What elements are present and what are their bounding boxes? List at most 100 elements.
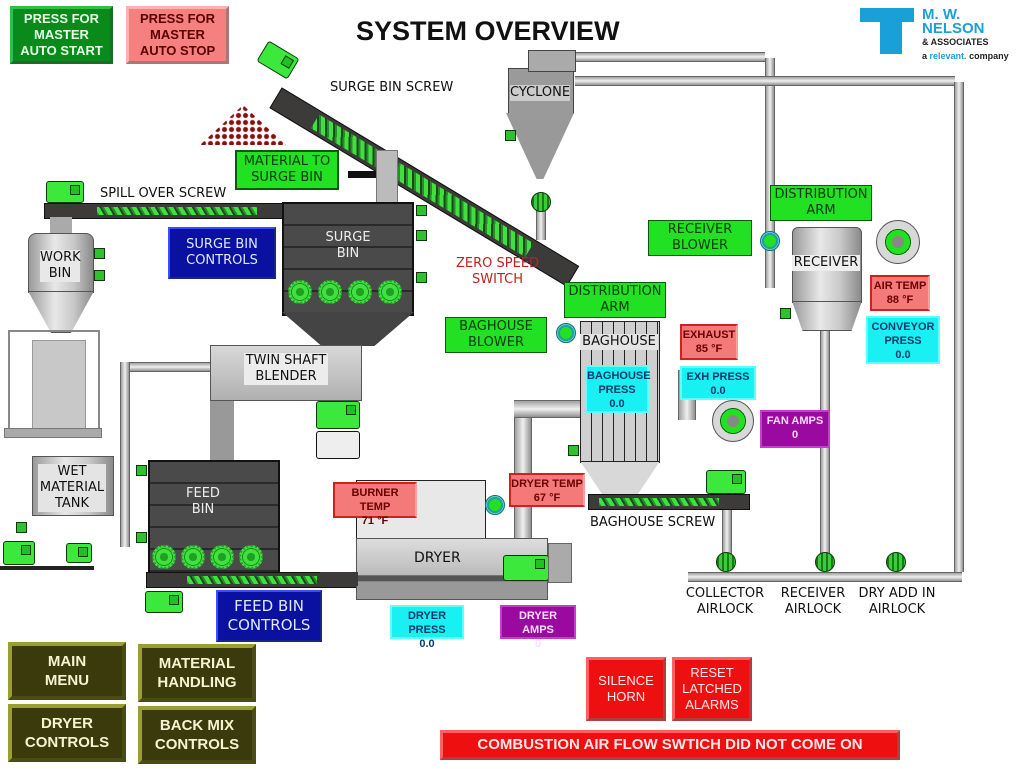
exh-press-label: EXH PRESS [686,371,750,383]
wet-tank-level [16,522,27,533]
feed-bin-high-level [136,465,147,476]
air-temp-label: AIR TEMP [873,280,927,292]
dry-add-in-airlock[interactable] [886,552,906,572]
exhaust-temp-indicator: EXHAUST 85 °F [680,324,738,360]
surge-bin-auger-3 [348,280,372,304]
cyclone-side-pipe [575,76,955,86]
spill-over-screw-motor[interactable] [46,181,84,203]
receiver-drop-pipe [820,328,830,568]
blender-support [210,400,234,464]
wet-tank-riser-pipe [120,362,130,547]
baghouse-screw-label: BAGHOUSE SCREW [590,515,716,530]
wet-tank-pump-motor[interactable] [3,541,35,565]
spill-over-screw[interactable] [44,203,286,219]
dryer-temp-value: 67 °F [533,492,561,504]
page-title: SYSTEM OVERVIEW [356,16,620,46]
baghouse-press-label: BAGHOUSE PRESS [587,370,651,396]
surge-bin-auger-1 [288,280,312,304]
dryer-temp-indicator: DRYER TEMP 67 °F [509,473,585,507]
baghouse-blower-status[interactable]: BAGHOUSE BLOWER [445,317,547,353]
conveyor-press-label: CONVEYOR PRESS [871,321,935,347]
bulk-bag [32,340,86,430]
surge-bin-screw-label: SURGE BIN SCREW [330,80,454,95]
material-to-surge-bin-status[interactable]: MATERIAL TO SURGE BIN [235,150,339,190]
work-bin-label: WORK BIN [40,250,81,282]
exhaust-temp-label: EXHAUST [682,329,736,341]
feed-bin-auger-1 [152,545,176,569]
work-bin-neck [50,217,72,233]
dryer-temp-label: DRYER TEMP [511,478,583,490]
dryer-end-cap [548,543,572,583]
dryer-label: DRYER [414,550,461,566]
reset-latched-alarms-button[interactable]: RESET LATCHED ALARMS [672,657,752,721]
master-auto-start-button[interactable]: PRESS FOR MASTER AUTO START [10,6,113,64]
dryer-controls-button[interactable]: DRYER CONTROLS [8,704,126,762]
surge-bin-auger-4 [378,280,402,304]
cyclone-top-pipe [575,52,765,62]
dryer-inlet-chute [320,572,358,586]
fan-amps-label: FAN AMPS [766,415,824,427]
receiver-blower-status[interactable]: RECEIVER BLOWER [648,220,752,256]
baghouse-blower-icon[interactable] [556,323,576,343]
feed-bin-label: FEED BIN [186,486,220,517]
bulk-bag-base [4,428,102,438]
collector-airlock[interactable] [716,552,736,572]
receiver-riser-pipe [765,58,775,288]
return-pipe [954,82,964,572]
feed-bin-low-level [136,532,147,543]
feed-bin-screw-motor[interactable] [145,591,183,613]
dry-add-in-airlock-label: DRY ADD IN AIRLOCK [858,586,936,617]
dryer-amps-indicator: DRYER AMPS 0 [500,605,576,650]
blender-motor-2[interactable] [316,431,360,459]
logo-name-line3: & ASSOCIATES [922,37,989,47]
distribution-arm-receiver-status[interactable]: DISTRIBUTION ARM [770,185,872,221]
wet-material-tank-label: WET MATERIAL TANK [38,464,106,512]
dryer-amps-label: DRYER AMPS [518,610,558,636]
dryer-press-value: 0.0 [419,638,435,650]
baghouse-press-value: 0.0 [609,398,625,410]
spill-over-screw-label: SPILL OVER SCREW [100,186,227,201]
burner-temp-label: BURNER TEMP [351,487,399,513]
feed-bin-controls-button[interactable]: FEED BIN CONTROLS [216,590,322,642]
surge-bin-controls-button[interactable]: SURGE BIN CONTROLS [168,227,276,279]
baghouse-inlet-pipe [514,400,584,418]
zero-speed-sensor [348,171,378,178]
cyclone-airlock[interactable] [531,192,551,212]
baghouse-screw[interactable] [588,494,750,510]
master-auto-stop-button[interactable]: PRESS FOR MASTER AUTO STOP [126,6,229,64]
main-menu-button[interactable]: MAIN MENU [8,642,126,700]
cyclone-label: CYCLONE [510,85,571,101]
dryer-drive-motor[interactable] [503,555,549,581]
company-logo: M. W. NELSON & ASSOCIATES a relevant. co… [860,6,1026,68]
surge-bin-screw-support [376,150,398,204]
twin-shaft-blender-label: TWIN SHAFT BLENDER [244,353,328,385]
receiver-cone [792,301,862,331]
logo-name-line2: NELSON [922,20,985,37]
work-bin-cone [28,291,94,333]
material-handling-button[interactable]: MATERIAL HANDLING [138,644,256,702]
collector-drop-pipe [722,508,732,568]
work-bin-low-level [94,270,105,281]
bulk-bag-frame [8,330,100,430]
baghouse-screw-motor[interactable] [706,470,746,494]
back-mix-controls-button[interactable]: BACK MIX CONTROLS [138,706,256,764]
receiver-distribution-icon[interactable] [760,231,780,251]
combustion-blower[interactable] [485,495,505,515]
baghouse-label: BAGHOUSE [580,334,658,350]
exhaust-fan[interactable] [712,400,754,442]
exh-press-value: 0.0 [710,385,726,397]
cyclone-cone [506,113,574,179]
exhaust-temp-value: 85 °F [695,343,723,355]
wet-tank-pump[interactable] [66,543,92,563]
surge-bin-screw-motor[interactable] [256,40,300,80]
airlock-header-pipe [688,572,962,582]
receiver-airlock[interactable] [815,552,835,572]
collector-airlock-label: COLLECTOR AIRLOCK [685,586,765,617]
receiver-blower[interactable] [876,220,920,264]
silence-horn-button[interactable]: SILENCE HORN [586,657,666,721]
distribution-arm-baghouse-status[interactable]: DISTRIBUTION ARM [564,282,666,318]
feed-bin-auger-4 [239,545,263,569]
blender-motor-1[interactable] [316,401,360,429]
surge-bin-low-level [416,272,427,283]
work-bin-high-level [94,248,105,259]
